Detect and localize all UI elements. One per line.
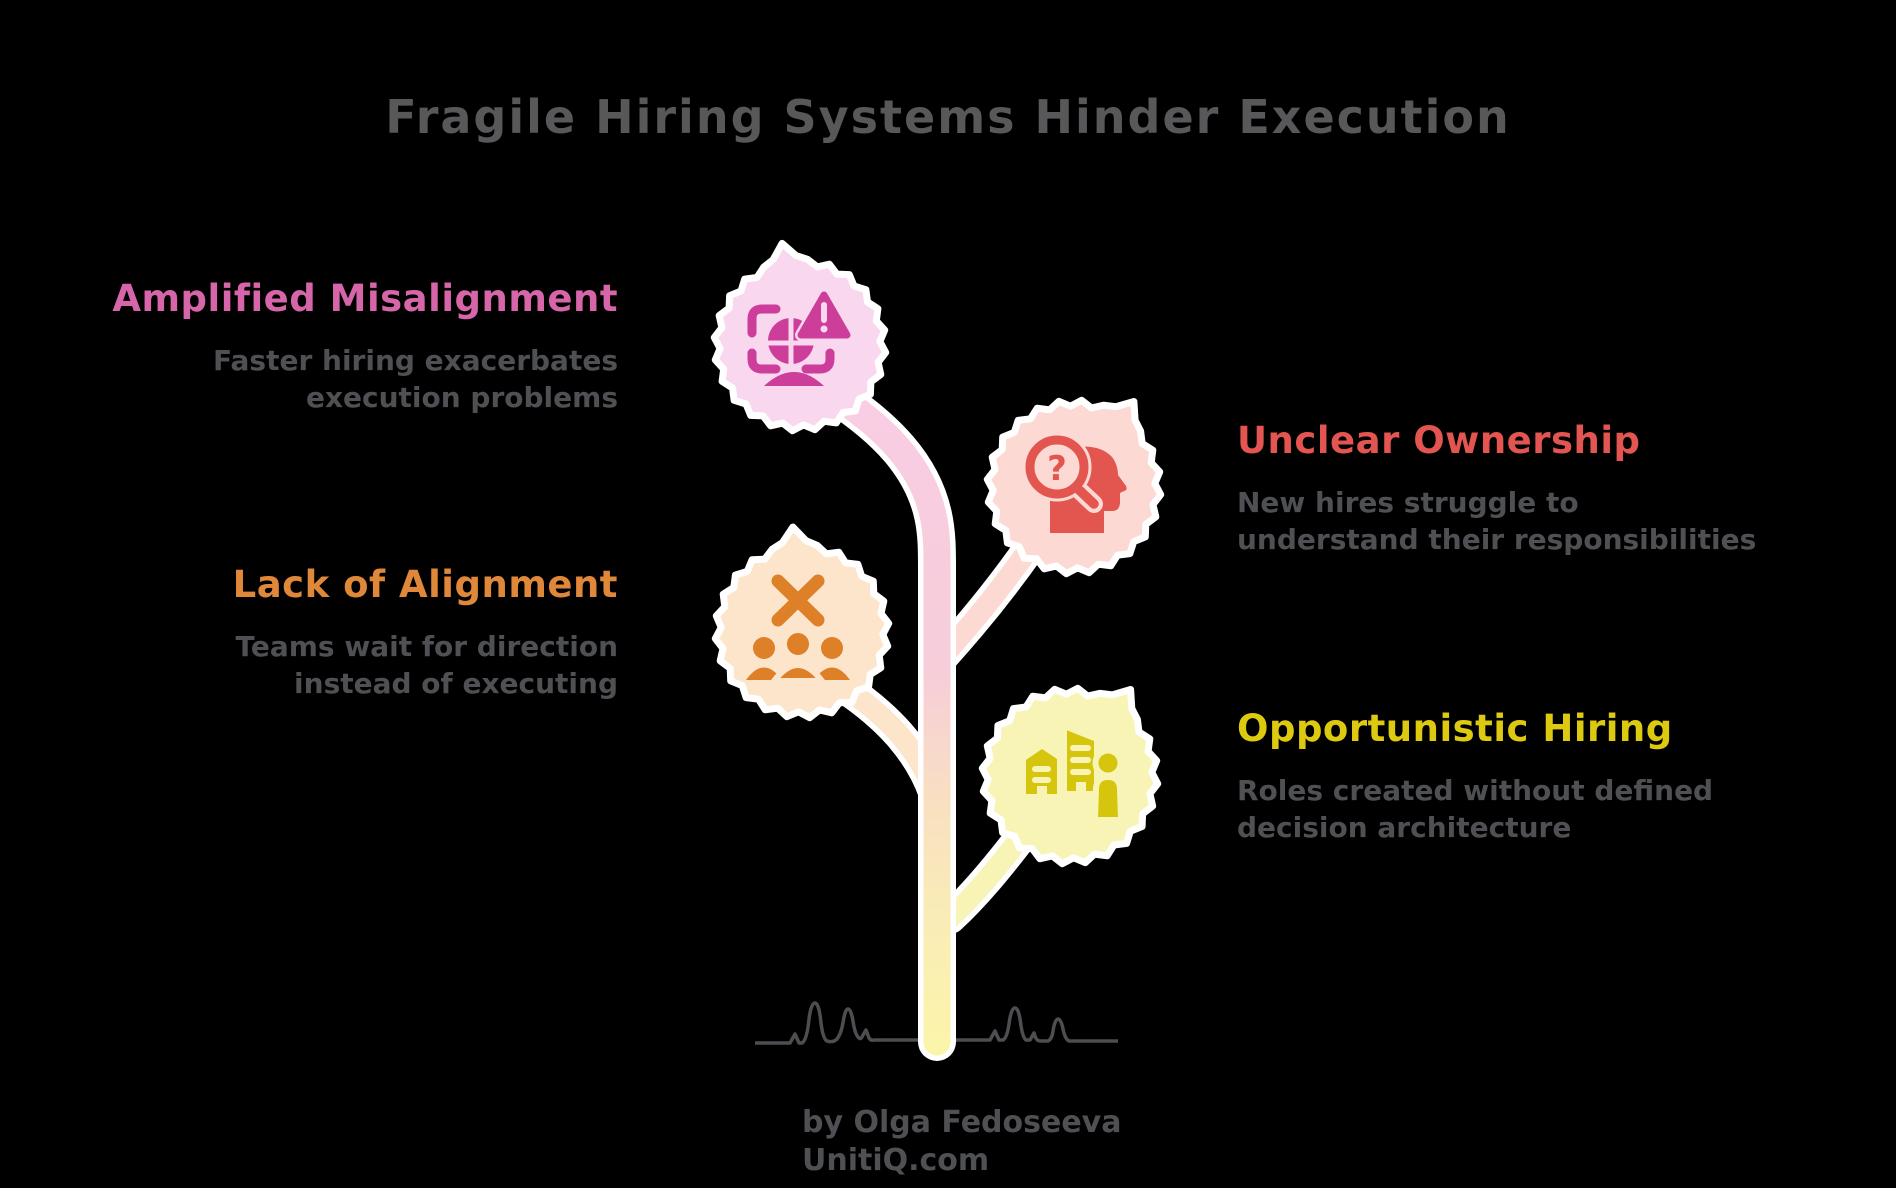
tall-building-window (1070, 745, 1091, 751)
item-amplified-misalignment: Amplified Misalignment Faster hiring exa… (58, 277, 618, 416)
team-member-center-head (781, 627, 815, 661)
item-heading: Opportunistic Hiring (1237, 707, 1673, 750)
leaf-3 (711, 523, 893, 722)
focus-brackets-icon (747, 304, 835, 374)
head-question-magnifier-icon: ? (1022, 432, 1127, 533)
attribution-author: by Olga Fedoseeva (802, 1105, 1122, 1140)
page-title: Fragile Hiring Systems Hinder Execution (385, 90, 1511, 144)
team-member-right-body (814, 667, 850, 680)
team-member-left-head (753, 637, 775, 659)
magnifier-handle-icon (1071, 482, 1099, 509)
item-unclear-ownership: Unclear Ownership New hires struggle to … (1237, 419, 1797, 558)
item-heading: Lack of Alignment (232, 563, 618, 606)
cross-x-icon (771, 574, 825, 627)
person-head-icon (1092, 747, 1124, 779)
question-mark: ? (1047, 449, 1067, 489)
item-heading: Unclear Ownership (1237, 419, 1641, 462)
tall-building-door (1076, 782, 1086, 794)
main-stem (821, 381, 951, 1056)
item-opportunistic-hiring: Opportunistic Hiring Roles created witho… (1237, 707, 1797, 846)
person-body-icon (1092, 774, 1124, 823)
item-lack-of-alignment: Lack of Alignment Teams wait for directi… (58, 563, 618, 702)
item-description: Teams wait for direction instead of exec… (235, 629, 618, 700)
attribution-site: UnitiQ.com (802, 1142, 990, 1178)
small-building-door (1037, 786, 1047, 794)
team-member-center-body (771, 662, 825, 684)
tall-building-window (1070, 769, 1091, 775)
tall-building-window (1070, 757, 1091, 763)
grass-ekg-line (755, 1001, 1118, 1045)
magnifier-lens-icon (1025, 435, 1089, 499)
person-bust-icon (764, 372, 824, 386)
team-member-right-head (821, 637, 843, 659)
buildings-person-icon (1026, 723, 1124, 823)
small-building-window (1032, 777, 1051, 783)
globe-split-lines (766, 316, 816, 366)
misalignment-warning-icon (747, 289, 853, 386)
item-description: New hires struggle to understand their r… (1237, 485, 1757, 556)
warning-exclamation-dot (820, 325, 828, 333)
team-member-left-body (746, 667, 782, 680)
item-description: Roles created without defined decision a… (1237, 773, 1714, 844)
team-blocked-icon (746, 574, 850, 684)
item-description: Faster hiring exacerbates execution prob… (213, 343, 618, 414)
small-building-window (1032, 766, 1051, 772)
attribution: by Olga Fedoseeva UnitiQ.com (802, 1104, 1121, 1179)
item-heading: Amplified Misalignment (112, 277, 618, 320)
